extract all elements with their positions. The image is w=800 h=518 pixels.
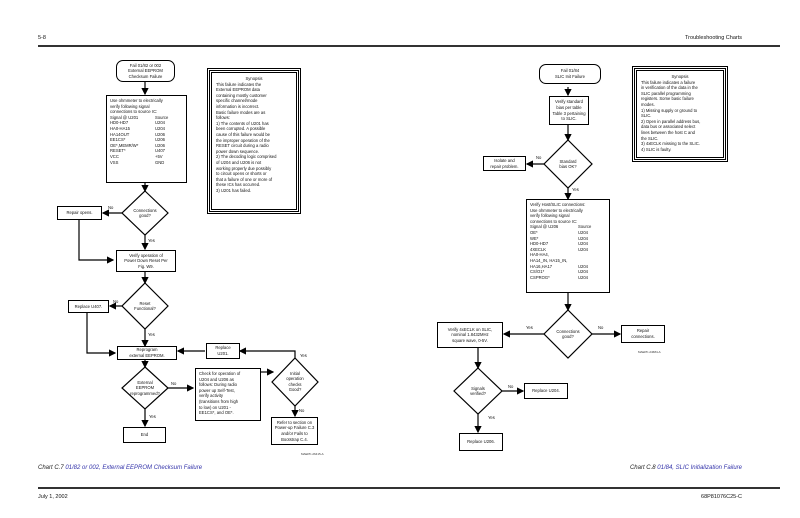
signal-row: VCC+5V (110, 153, 163, 159)
signal-row: HA14_IN, HA15_IN, (530, 257, 568, 263)
footer-date: July 1, 2002 (38, 494, 68, 500)
label-no: No (171, 381, 177, 386)
footer-rule (38, 487, 780, 489)
end-box: End (123, 427, 166, 443)
figure-ref-code: MAEPF-24684-A (638, 350, 661, 354)
section-title: Troubleshooting Charts (685, 35, 742, 41)
caption-c7: Chart C.7 01/82 or 002, External EEPROM … (38, 465, 203, 471)
signal-row: OE*,MEMR/W*U206 (110, 142, 166, 148)
label-no: No (508, 384, 514, 389)
label-no: No (113, 299, 119, 304)
label-yes: Yes (149, 414, 156, 419)
label-yes: Yes (300, 353, 307, 358)
header-rule (38, 45, 780, 47)
label-no: No (108, 205, 114, 210)
label-yes: Yes (488, 415, 495, 420)
label-no: No (299, 408, 305, 413)
signal-row: WE*U204 (530, 235, 589, 241)
repair-opens-box: Repair opens. (57, 206, 102, 220)
footer-doc-number: 68P81076C25-C (701, 494, 742, 500)
verify-host-slic-box: Verify Host/SLIC connections: Use ohmmet… (526, 199, 610, 293)
signal-row: EE1CS*U206 (110, 137, 166, 143)
signal-row: CSPROG*U204 (530, 274, 589, 280)
label-yes: Yes (148, 332, 155, 337)
check-connections-box: Use ohmmeter to electrically verify foll… (106, 95, 187, 183)
synopsis-c8: Synopsis This failure indicates a failur… (632, 66, 728, 162)
caption-c8: Chart C.8 01/84, SLIC Initialization Fai… (629, 465, 742, 471)
diamond-connections-c8 (543, 309, 593, 359)
signal-row: RESET*U407 (110, 148, 166, 154)
label-no: No (536, 155, 542, 160)
replace-u407-box: Replace U407. (68, 300, 109, 313)
label-yes: Yes (572, 187, 579, 192)
replace-u206-box: Replace U206. (459, 433, 503, 451)
label-no: No (598, 325, 604, 330)
signal-row: HA0-HA4, (530, 252, 549, 258)
signal-row: CS/O1*U204 (530, 269, 589, 275)
signal-row: OE*U204 (530, 229, 589, 235)
label-yes: Yes (148, 238, 155, 243)
page-number: 5-8 (38, 35, 46, 41)
replace-u204-box: Replace U204. (524, 383, 568, 399)
label-yes: Yes (526, 325, 533, 330)
figure-ref-code: MAEPF-26415-A (301, 452, 324, 456)
